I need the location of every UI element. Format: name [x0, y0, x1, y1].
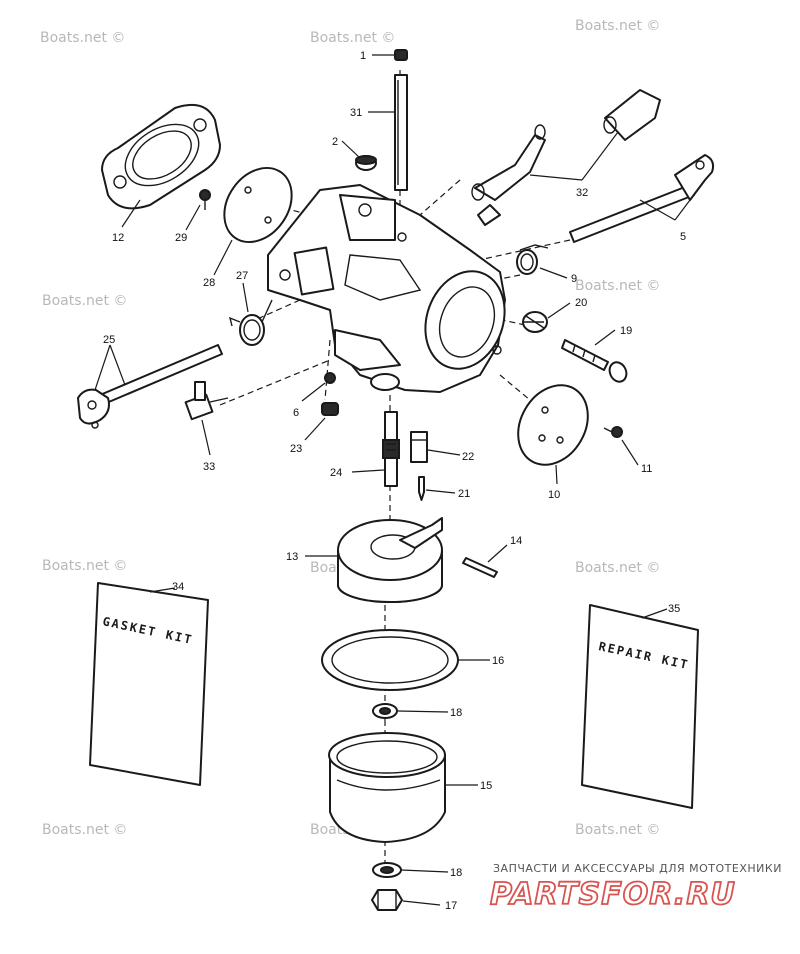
brand-watermark: ЗАПЧАСТИ И АКСЕССУАРЫ ДЛЯ МОТОТЕХНИКИ PA… — [489, 862, 782, 913]
watermark: Boats.net © — [42, 822, 127, 838]
leader-lines — [94, 54, 691, 906]
primer-fitting-lower — [471, 124, 546, 226]
choke-shaft — [77, 344, 223, 429]
callout-29: 29 — [175, 232, 187, 244]
callout-19: 19 — [620, 325, 632, 337]
screw-6 — [324, 372, 336, 384]
callout-28: 28 — [203, 277, 215, 289]
callout-32: 32 — [576, 187, 588, 199]
emulsion-tube — [394, 74, 408, 191]
throttle-plate — [517, 384, 589, 466]
watermark: Boats.net © — [310, 30, 395, 46]
idle-screw — [561, 339, 628, 383]
callout-5: 5 — [680, 231, 686, 243]
gasket-kit-card: GASKET KIT — [89, 582, 209, 786]
welch-plug — [355, 155, 377, 171]
screw-23 — [321, 402, 339, 416]
callout-25: 25 — [103, 334, 115, 346]
callout-34: 34 — [172, 581, 184, 593]
callout-18-upper: 18 — [450, 707, 462, 719]
callout-16: 16 — [492, 655, 504, 667]
float — [337, 517, 443, 603]
repair-kit-card: REPAIR KIT — [581, 604, 699, 809]
callout-2: 2 — [332, 136, 338, 148]
callout-10: 10 — [548, 489, 560, 501]
callout-27: 27 — [236, 270, 248, 282]
washer-lower — [372, 862, 402, 878]
callout-35: 35 — [668, 603, 680, 615]
brand-tagline: ЗАПЧАСТИ И АКСЕССУАРЫ ДЛЯ МОТОТЕХНИКИ — [493, 862, 782, 875]
callout-13: 13 — [286, 551, 298, 563]
cap — [394, 49, 408, 61]
throttle-spring — [516, 244, 549, 275]
callout-11: 11 — [641, 463, 652, 475]
callout-21: 21 — [458, 488, 470, 500]
needle-seat — [410, 431, 428, 463]
choke-screw — [199, 189, 211, 210]
choke-spring — [228, 299, 273, 346]
fuel-fitting — [184, 381, 229, 421]
choke-plate — [223, 166, 293, 244]
callouts: 1 2 5 6 9 10 11 12 13 14 15 16 17 18 18 … — [103, 50, 686, 912]
bowl-gasket — [321, 629, 459, 691]
float-pin — [462, 557, 498, 578]
watermark: Boats.net © — [575, 18, 660, 34]
primer-fitting-upper — [603, 89, 661, 141]
throttle-shaft — [569, 154, 715, 243]
washer-upper — [372, 703, 398, 719]
watermark: Boats.net © — [575, 278, 660, 294]
callout-1: 1 — [360, 50, 366, 62]
idle-spring — [522, 311, 548, 333]
main-nozzle — [382, 411, 400, 487]
callout-23: 23 — [290, 443, 302, 455]
callout-31: 31 — [350, 107, 362, 119]
callout-20: 20 — [575, 297, 587, 309]
flange-gasket — [101, 104, 221, 210]
watermark: Boats.net © — [42, 293, 127, 309]
callout-12: 12 — [112, 232, 124, 244]
watermark: Boats.net © — [575, 822, 660, 838]
callout-14: 14 — [510, 535, 522, 547]
callout-33: 33 — [203, 461, 215, 473]
callout-18-lower: 18 — [450, 867, 462, 879]
float-bowl — [328, 732, 446, 843]
callout-15: 15 — [480, 780, 492, 792]
throttle-screw — [603, 426, 623, 438]
callout-9: 9 — [571, 273, 577, 285]
callout-6: 6 — [293, 407, 299, 419]
watermark: Boats.net © — [575, 560, 660, 576]
callout-17: 17 — [445, 900, 457, 912]
callout-24: 24 — [330, 467, 342, 479]
callout-22: 22 — [462, 451, 474, 463]
watermark: Boats.net © — [42, 558, 127, 574]
brand-name: PARTSFOR.RU — [490, 877, 736, 912]
watermark: Boats.net © — [40, 30, 125, 46]
carburetor-body — [267, 184, 506, 393]
inlet-needle — [418, 476, 425, 501]
bowl-nut — [371, 889, 403, 911]
